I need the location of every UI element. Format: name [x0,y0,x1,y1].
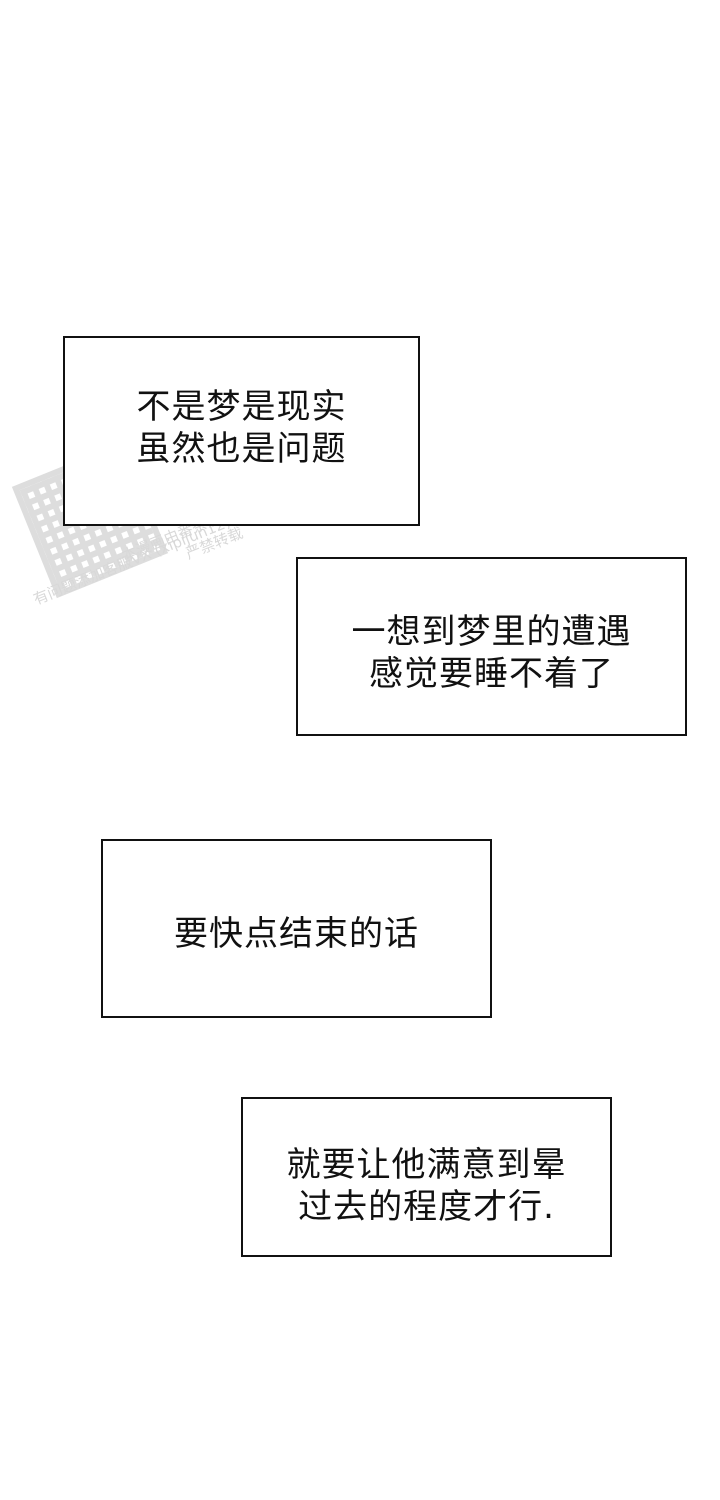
caption-text: 不是梦是现实 虽然也是问题 [137,386,347,470]
caption-line: 过去的程度才行. [298,1187,555,1227]
caption-box-2: 一想到梦里的遭遇 感觉要睡不着了 [296,557,687,736]
caption-line: 感觉要睡不着了 [369,653,614,694]
caption-line: 不是梦是现实 [136,387,347,427]
caption-line: 就要让他满意到晕 [286,1145,567,1185]
caption-text: 要快点结束的话 [174,913,419,955]
caption-box-1: 不是梦是现实 虽然也是问题 [63,336,420,526]
caption-line: 虽然也是问题 [136,429,347,469]
caption-text: 就要让他满意到晕 过去的程度才行. [287,1144,567,1228]
caption-line: 一想到梦里的遭遇 [351,611,632,652]
caption-text: 一想到梦里的遭遇 感觉要睡不着了 [352,611,632,695]
caption-box-4: 就要让他满意到晕 过去的程度才行. [241,1097,612,1257]
caption-line: 要快点结束的话 [174,913,419,954]
caption-box-3: 要快点结束的话 [101,839,492,1018]
